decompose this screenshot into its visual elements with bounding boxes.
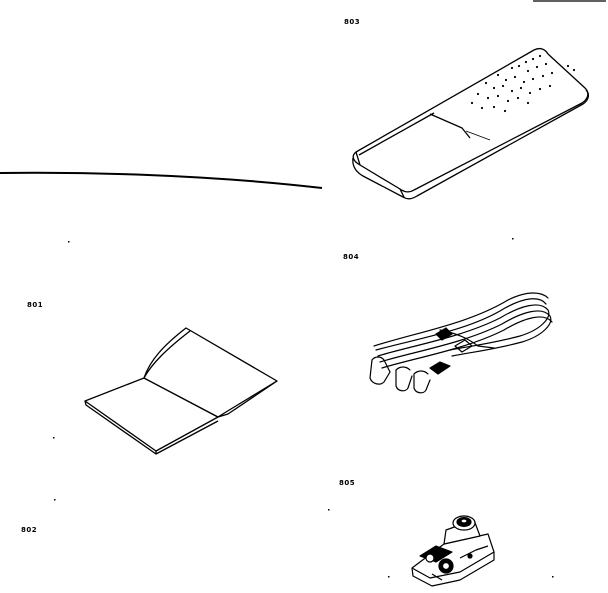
label-802: 802 bbox=[21, 526, 38, 534]
booklet-icon bbox=[84, 327, 278, 455]
label-804: 804 bbox=[343, 253, 360, 261]
label-801: 801 bbox=[27, 301, 44, 309]
label-805: 805 bbox=[339, 479, 356, 487]
separator-line bbox=[0, 171, 323, 189]
label-803: 803 bbox=[344, 18, 361, 26]
adapter-icon bbox=[411, 515, 495, 587]
remote-control-icon bbox=[352, 47, 590, 200]
scan-specks bbox=[53, 238, 554, 578]
av-cable-icon bbox=[369, 292, 553, 394]
remote-buttons bbox=[470, 54, 576, 113]
